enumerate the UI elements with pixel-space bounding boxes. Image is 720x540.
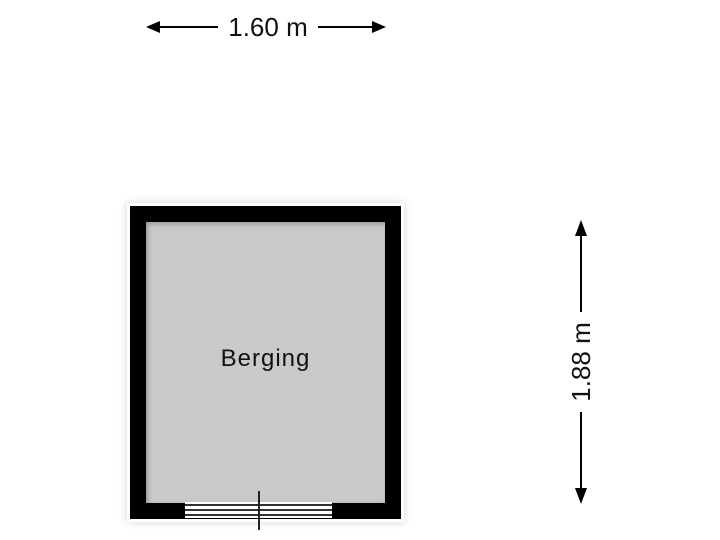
dimension-line	[580, 234, 582, 312]
arrow-left-icon	[146, 21, 160, 33]
window-center-mark	[258, 491, 260, 530]
arrow-up-icon	[575, 220, 587, 236]
dimension-line	[318, 26, 374, 28]
arrow-right-icon	[372, 21, 386, 33]
room-floor	[146, 222, 385, 503]
width-dimension: 1.60 m	[146, 12, 386, 42]
dimension-line	[158, 26, 218, 28]
dimension-line	[580, 412, 582, 490]
height-dimension: 1.88 m	[566, 220, 596, 504]
width-label: 1.60 m	[228, 12, 308, 42]
room-label-berging: Berging	[220, 345, 311, 372]
arrow-down-icon	[575, 488, 587, 504]
height-label: 1.88 m	[566, 322, 596, 402]
